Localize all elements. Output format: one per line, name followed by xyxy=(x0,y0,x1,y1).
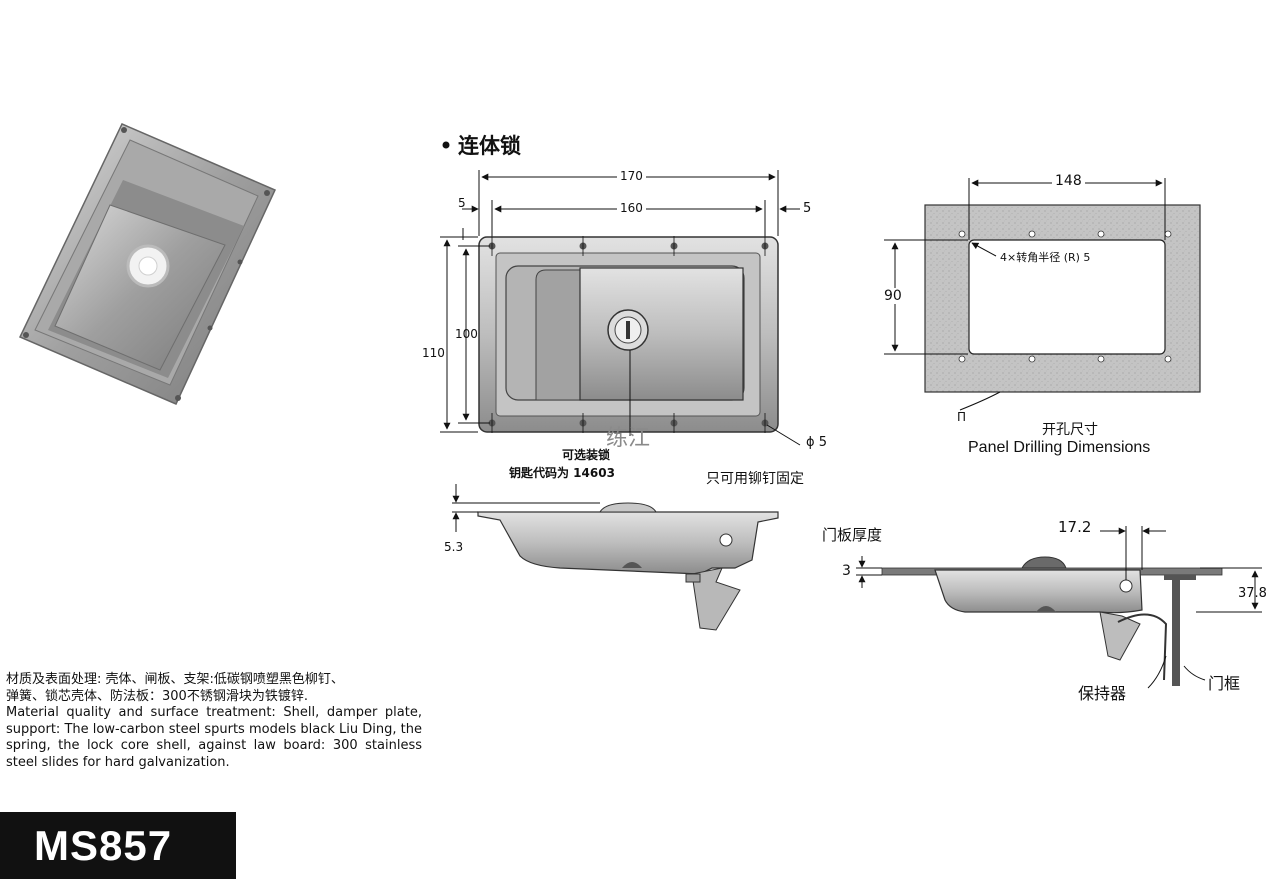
key-code-label: 钥匙代码为 14603 xyxy=(509,466,615,480)
material-cn-line-1: 材质及表面处理: 壳体、闸板、支架:低碳钢喷塑黑色柳钉、 xyxy=(6,672,344,687)
drill-dim-width: 148 xyxy=(1052,173,1085,189)
dim-inner-height: 100 xyxy=(455,327,478,341)
model-badge: MS857 xyxy=(0,812,236,879)
dim-edge-left: 5 xyxy=(458,196,466,210)
drilling-title-en: Panel Drilling Dimensions xyxy=(968,439,1151,456)
optional-lock-label: 可选装锁 xyxy=(562,448,611,462)
corner-radius-note: 4×转角半径 (R) 5 xyxy=(1000,251,1091,264)
product-photo xyxy=(18,123,277,405)
rivet-note: 只可用铆钉固定 xyxy=(706,471,804,487)
dim-hole-spacing: 160 xyxy=(617,201,646,215)
retainer-label: 保持器 xyxy=(1078,684,1127,703)
front-view xyxy=(440,170,801,446)
install-dim-door: 3 xyxy=(842,563,851,579)
drill-dim-height: 90 xyxy=(884,288,902,304)
model-number: MS857 xyxy=(34,822,173,869)
drilling-title-cn: 开孔尺寸 xyxy=(1042,422,1098,438)
hole-diameter: ϕ 5 xyxy=(806,435,827,450)
side-view xyxy=(452,484,779,631)
dim-edge-right: 5 xyxy=(803,201,812,216)
dim-overall-height: 110 xyxy=(422,346,445,360)
install-dim-offset: 17.2 xyxy=(1058,518,1092,536)
material-cn-line-2: 弹簧、锁芯壳体、防法板：300不锈钢滑块为铁镀锌. xyxy=(6,688,308,704)
install-view xyxy=(856,526,1262,689)
dim-overall-width: 170 xyxy=(617,169,646,183)
title-bullet xyxy=(442,141,450,149)
panel-drilling-view xyxy=(884,178,1201,411)
material-description: 材质及表面处理: 壳体、闸板、支架:低碳钢喷塑黑色柳钉、 弹簧、锁芯壳体、防法板… xyxy=(6,672,422,772)
door-thickness-label: 门板厚度 xyxy=(822,526,883,544)
door-frame-label: 门框 xyxy=(1208,674,1241,693)
side-dim-depth: 5.3 xyxy=(444,540,464,554)
install-dim-height: 37.8 xyxy=(1238,586,1267,601)
material-en: Material quality and surface treatment: … xyxy=(6,705,422,770)
section-title: 连体锁 xyxy=(458,134,521,158)
panel-edge-label: Π xyxy=(957,410,967,424)
watermark: 练江 xyxy=(606,426,651,451)
